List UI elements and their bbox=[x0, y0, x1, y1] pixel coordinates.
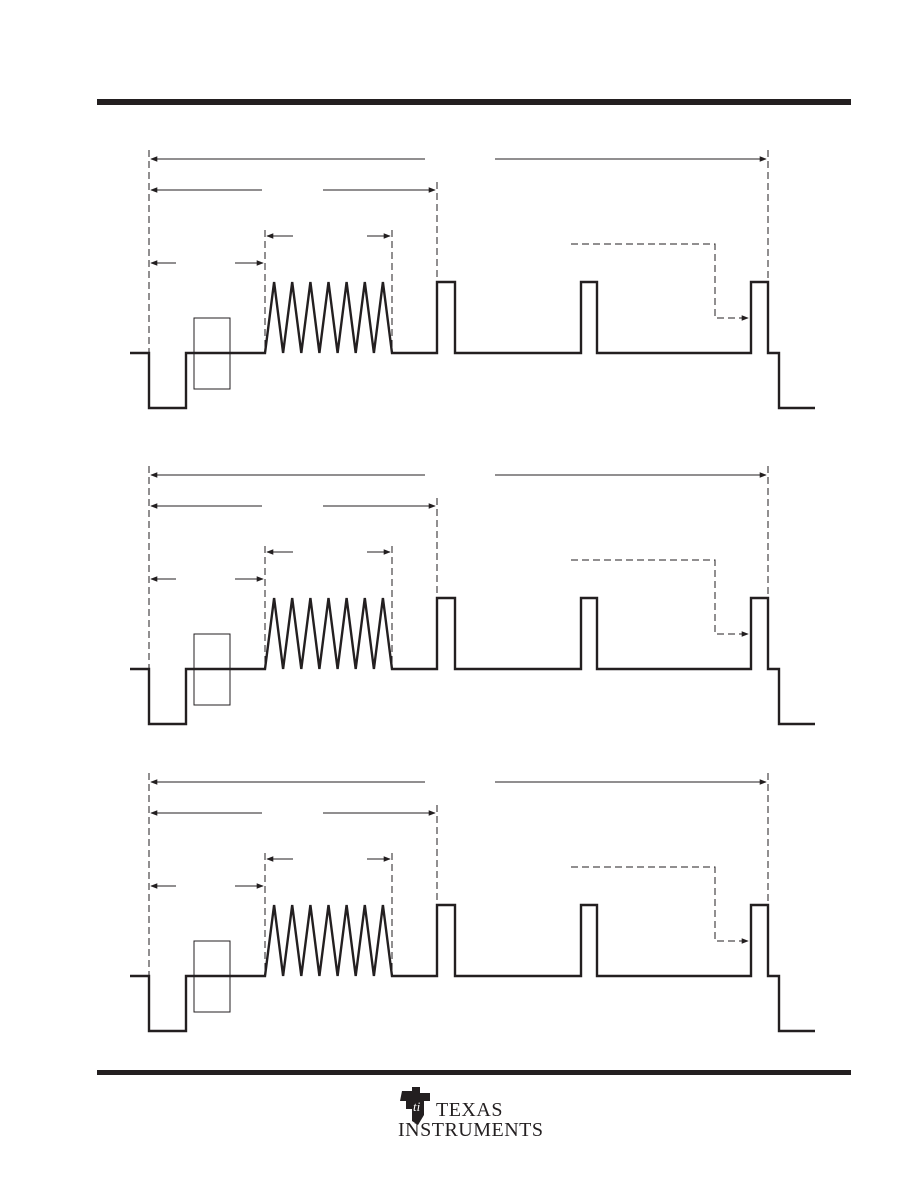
signal-waveform bbox=[130, 596, 815, 726]
callout-arrow bbox=[571, 559, 749, 637]
callout-arrow bbox=[571, 243, 749, 321]
signal-waveform bbox=[130, 903, 815, 1033]
footer-rule bbox=[97, 1070, 851, 1075]
panel-1 bbox=[130, 150, 815, 410]
panel-2 bbox=[130, 466, 815, 726]
signal-waveform bbox=[130, 280, 815, 410]
callout-arrow bbox=[571, 866, 749, 944]
panel-3 bbox=[130, 773, 815, 1033]
brand-line-1: TEXAS bbox=[436, 1099, 503, 1121]
svg-text:ti: ti bbox=[413, 1099, 421, 1114]
header-rule bbox=[97, 99, 851, 105]
signal-block bbox=[193, 940, 231, 1013]
brand-line-2: INSTRUMENTS bbox=[398, 1119, 544, 1141]
signal-block bbox=[193, 317, 231, 390]
signal-block bbox=[193, 633, 231, 706]
ti-logo: ti TEXAS INSTRUMENTS bbox=[396, 1085, 556, 1141]
ti-logo-icon: ti bbox=[400, 1087, 430, 1125]
